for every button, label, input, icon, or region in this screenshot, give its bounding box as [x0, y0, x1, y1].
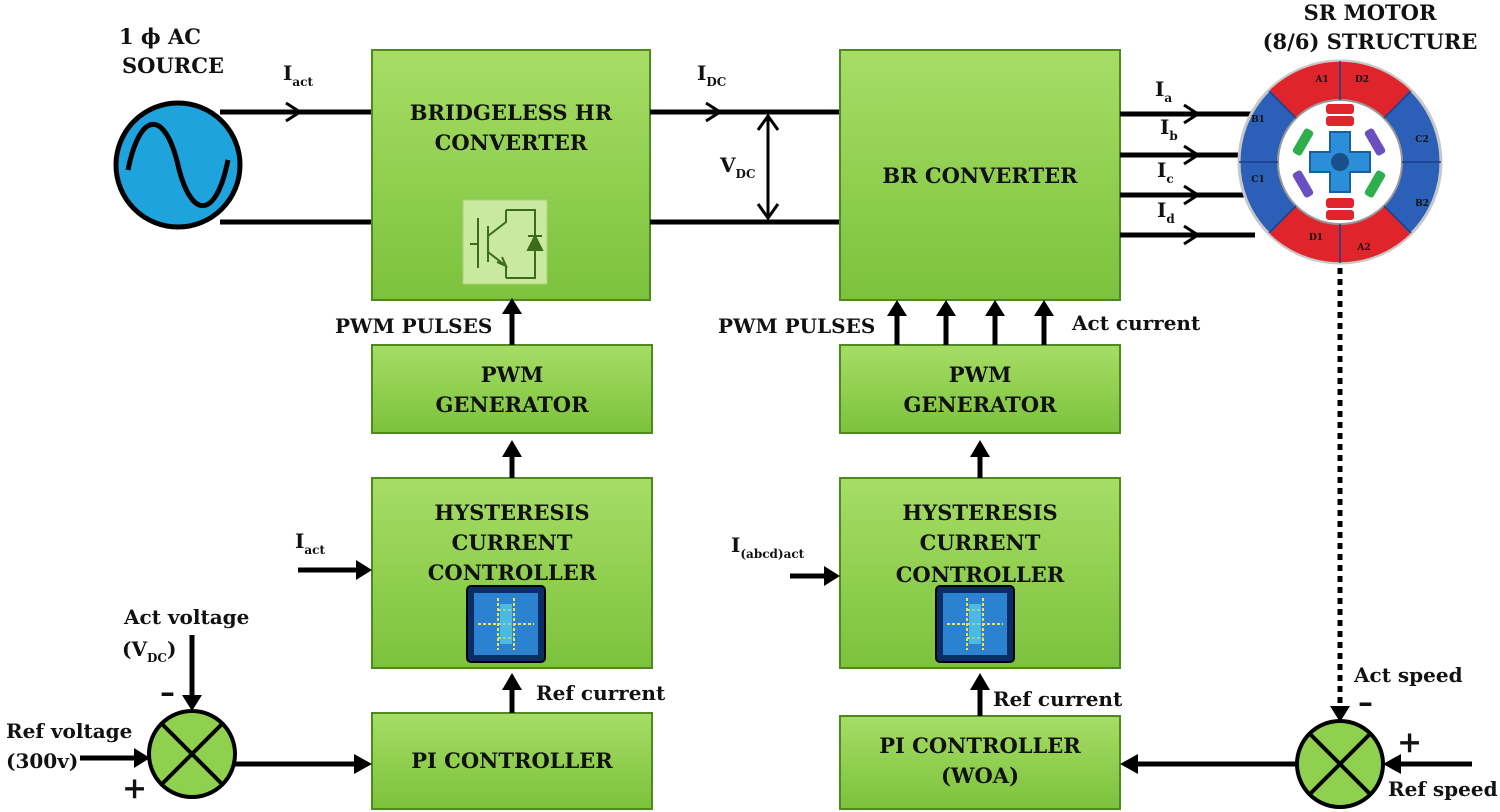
hcc-right-title-line2: CURRENT — [920, 530, 1041, 555]
hysteresis-controller-left-block: HYSTERESIS CURRENT CONTROLLER — [371, 477, 653, 669]
act-voltage-label-line2: (VDC) — [122, 637, 176, 665]
pwm-left-title-line2: GENERATOR — [435, 392, 589, 417]
act-voltage-label-line1: Act voltage — [123, 605, 249, 629]
source-label-line2: SOURCE — [122, 53, 224, 78]
pole-label-c2: C2 — [1415, 135, 1428, 145]
iabcd-input-arrow — [790, 566, 840, 586]
source-label-line1: 1 ϕ AC — [119, 24, 201, 49]
bridgeless-title-line1: BRIDGELESS HR — [410, 100, 613, 125]
pwm-pulses-left-label: PWM PULSES — [335, 314, 492, 338]
pole-label-d1: D1 — [1309, 233, 1323, 243]
ref-current-right-label: Ref current — [993, 687, 1123, 711]
hcc-left-title-line1: HYSTERESIS — [434, 500, 589, 525]
pwm-generator-left-block: PWM GENERATOR — [371, 344, 653, 434]
hcc-left-to-pwm-arrow — [502, 440, 522, 478]
iact-left-label: Iact — [295, 529, 325, 557]
ac-source — [113, 100, 243, 230]
iact-top-label: Iact — [283, 61, 313, 89]
iact-left-input-arrow — [298, 560, 372, 580]
act-current-label: Act current — [1071, 311, 1201, 335]
pole-label-d2: D2 — [1355, 75, 1369, 85]
motor-label-line1: SR MOTOR — [1304, 0, 1437, 25]
pi-right-title-line1: PI CONTROLLER — [879, 733, 1081, 758]
ref-speed-label: Ref speed — [1388, 777, 1498, 801]
iabcd-act-label: I(abcd)act — [731, 533, 805, 561]
ref-speed-arrow — [1383, 754, 1472, 774]
bridgeless-hr-converter-block: BRIDGELESS HR CONVERTER — [371, 49, 651, 301]
pwm-right-arrows — [887, 300, 1054, 345]
pole-label-b2: B2 — [1415, 199, 1429, 209]
pi-controller-left-block: PI CONTROLLER — [371, 712, 653, 810]
br-converter-title: BR CONVERTER — [882, 163, 1078, 188]
speed-feedback-arrowhead — [1330, 706, 1350, 722]
pwm-pulses-right-label: PWM PULSES — [718, 314, 875, 338]
pi-controller-woa-block: PI CONTROLLER (WOA) — [839, 715, 1121, 810]
act-speed-label: Act speed — [1353, 663, 1463, 687]
summer-to-pi-left-arrow — [235, 754, 372, 774]
pole-label-c1: C1 — [1251, 175, 1264, 185]
pwm-left-arrow — [502, 298, 522, 345]
hcc-right-to-pwm-arrow — [970, 440, 990, 478]
pole-label-a2: A2 — [1356, 243, 1370, 253]
hysteresis-controller-right-block: HYSTERESIS CURRENT CONTROLLER — [839, 477, 1121, 669]
hysteresis-chip-icon — [935, 585, 1015, 663]
sine-wave-icon — [125, 121, 231, 209]
vdc-label: VDC — [719, 153, 756, 181]
voltage-summing-junction — [147, 709, 237, 799]
hcc-left-title-line2: CURRENT — [452, 530, 573, 555]
ib-label: Ib — [1160, 115, 1178, 143]
pwm-left-title-line1: PWM — [481, 362, 544, 387]
pwm-right-title-line1: PWM — [949, 362, 1012, 387]
pwm-right-title-line2: GENERATOR — [903, 392, 1057, 417]
pi-left-to-hcc-arrow — [502, 673, 522, 713]
pwm-generator-right-block: PWM GENERATOR — [839, 344, 1121, 434]
motor-label-line2: (8/6) STRUCTURE — [1263, 29, 1478, 54]
speed-summing-junction — [1295, 719, 1385, 809]
pi-right-title-line2: (WOA) — [941, 763, 1019, 788]
br-converter-block: BR CONVERTER — [839, 49, 1121, 301]
summer-right-minus-sign: – — [1358, 685, 1373, 720]
hcc-right-title-line3: CONTROLLER — [896, 562, 1065, 587]
vdc-arrow — [756, 113, 780, 221]
ref-voltage-label-line2: (300v) — [6, 749, 78, 773]
ref-current-left-label: Ref current — [536, 681, 666, 705]
sr-motor-icon: A1 D2 C2 B2 A2 D1 C1 B1 — [1237, 59, 1443, 265]
hcc-right-title-line1: HYSTERESIS — [902, 500, 1057, 525]
ia-label: Ia — [1155, 77, 1172, 105]
hysteresis-chip-icon — [466, 585, 546, 663]
ic-label: Ic — [1157, 158, 1174, 186]
bridgeless-title-line2: CONVERTER — [435, 130, 588, 155]
ref-voltage-label-line1: Ref voltage — [6, 719, 132, 743]
pi-right-to-hcc-arrow — [970, 673, 990, 716]
act-voltage-arrow — [182, 635, 202, 711]
id-label: Id — [1157, 198, 1175, 226]
summer-left-minus-sign: – — [160, 675, 175, 710]
source-wires — [220, 101, 372, 225]
igbt-switch-icon — [462, 199, 548, 285]
idc-label: IDC — [697, 61, 726, 89]
pole-label-a1: A1 — [1314, 75, 1328, 85]
hcc-left-title-line3: CONTROLLER — [428, 560, 597, 585]
summer-right-plus-sign: + — [1397, 725, 1422, 760]
pole-label-b1: B1 — [1251, 115, 1265, 125]
dc-link-wires — [650, 101, 840, 225]
summer-to-pi-right-arrow — [1120, 754, 1297, 774]
ref-voltage-arrow — [80, 748, 150, 768]
pi-left-title: PI CONTROLLER — [411, 748, 613, 773]
summer-left-plus-sign: + — [122, 771, 147, 806]
phase-wires — [1120, 103, 1255, 246]
